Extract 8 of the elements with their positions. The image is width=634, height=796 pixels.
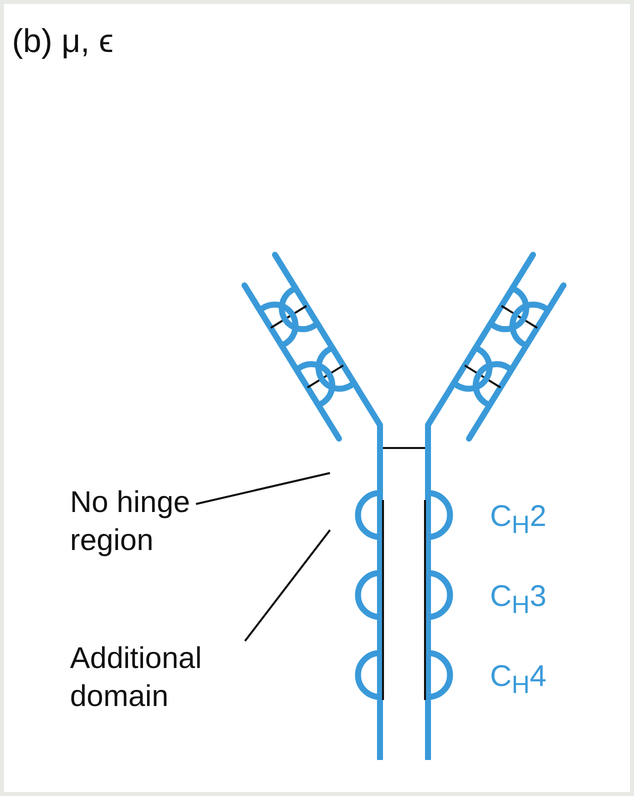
annotation-text: Additional domain xyxy=(70,640,248,716)
domain-label: C$_{H}$4 xyxy=(490,660,546,700)
domain-label: C$_{H}$3 xyxy=(490,580,546,620)
leader-line xyxy=(244,529,331,642)
title: (b) μ, ϵ xyxy=(12,22,114,60)
annotation-text: No hinge region xyxy=(70,484,192,560)
leader-line xyxy=(196,472,330,505)
domain-label: C$_{H}$2 xyxy=(490,500,546,540)
